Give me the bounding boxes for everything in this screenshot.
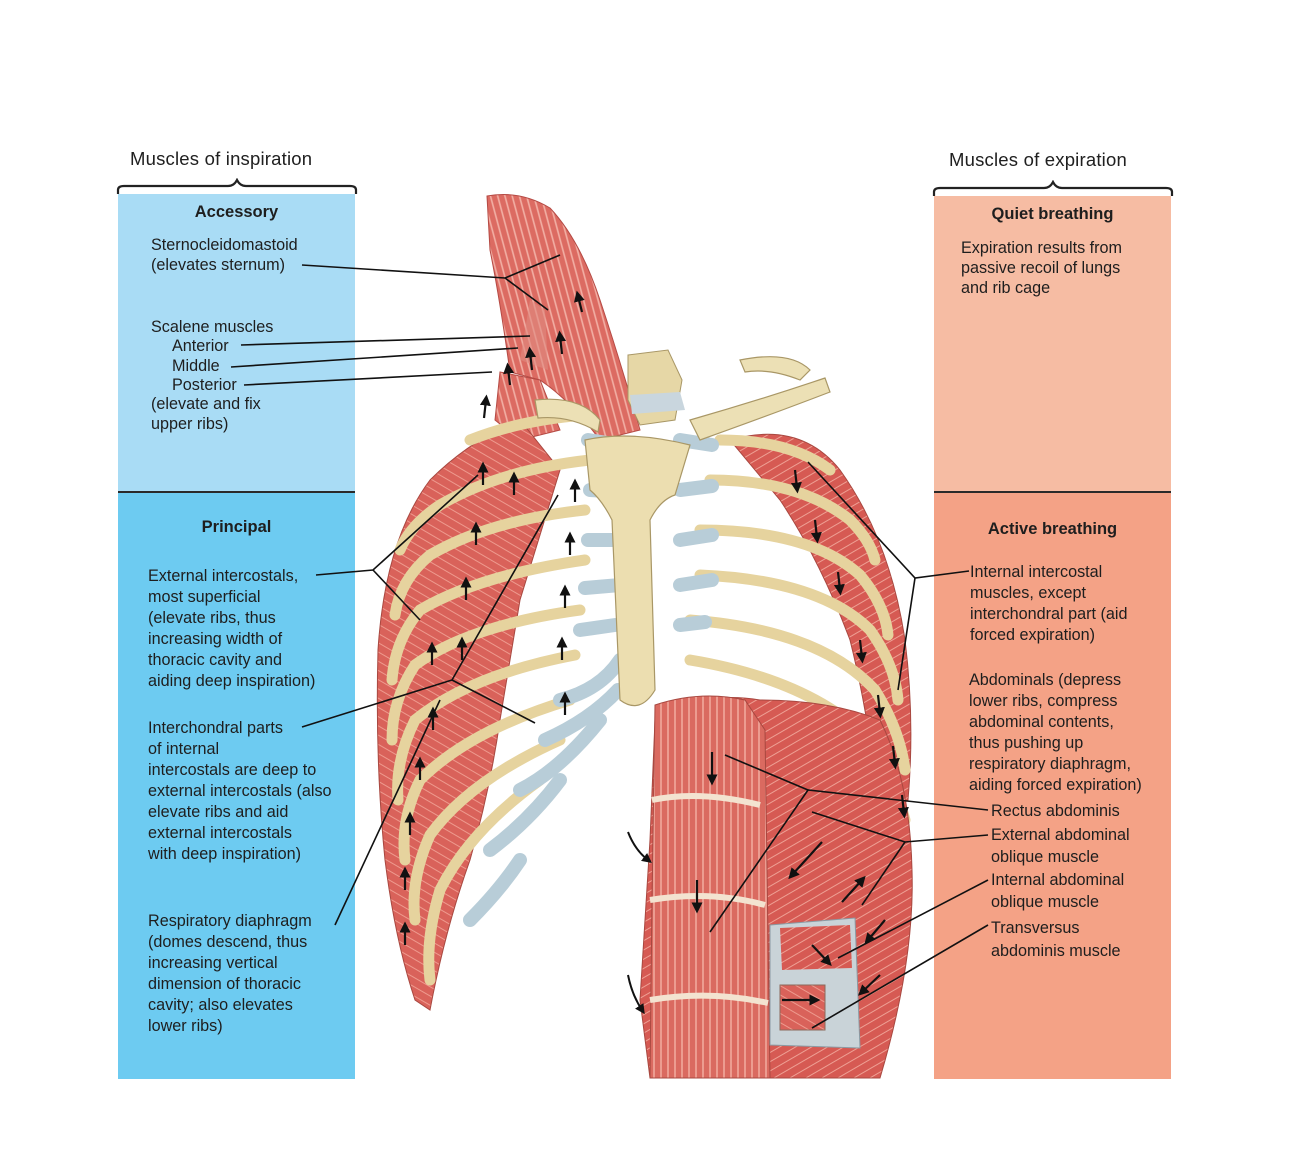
interchondral-line4: external intercostals (also [148, 782, 332, 800]
diaphragm-line1: Respiratory diaphragm [148, 912, 312, 930]
external-intercostals-line2: most superficial [148, 588, 261, 606]
diaphragm-line2: (domes descend, thus [148, 933, 308, 951]
inspiration-divider [118, 491, 355, 493]
quiet-text-line3: and rib cage [961, 279, 1051, 297]
expiration-divider [934, 491, 1171, 493]
external-intercostals-line5: thoracic cavity and [148, 651, 283, 669]
scm-label-line2: (elevates sternum) [151, 256, 286, 274]
abdominal-muscles [639, 695, 913, 1079]
internal-intercostal-line2: muscles, except [970, 584, 1087, 602]
internal-intercostal-line4: forced expiration) [970, 626, 1096, 644]
scalene-note-line1: (elevate and fix [151, 395, 261, 413]
internal-intercostal-line3: interchondral part (aid [970, 605, 1128, 623]
quiet-text-line1: Expiration results from [961, 239, 1123, 257]
scalene-posterior: Posterior [172, 376, 237, 394]
abdominals-line6: aiding forced expiration) [969, 776, 1142, 794]
transversus-line1: Transversus [991, 919, 1080, 937]
interchondral-line5: elevate ribs and aid [148, 803, 289, 821]
clavicles [534, 356, 831, 441]
scm-label-line1: Sternocleidomastoid [151, 236, 298, 254]
active-breathing-panel [934, 493, 1171, 1079]
scalene-middle: Middle [172, 357, 220, 375]
external-intercostals-line3: (elevate ribs, thus [148, 609, 276, 627]
external-oblique-line1: External abdominal [991, 826, 1130, 844]
scalene-note-line2: upper ribs) [151, 415, 229, 433]
rectus-abdominis-label: Rectus abdominis [991, 802, 1120, 820]
scalene-anterior: Anterior [172, 337, 229, 355]
sternum [584, 435, 691, 707]
external-intercostals-line1: External intercostals, [148, 567, 299, 585]
external-intercostals-line6: aiding deep inspiration) [148, 672, 316, 690]
diaphragm-line6: lower ribs) [148, 1017, 223, 1035]
scalene-title: Scalene muscles [151, 318, 274, 336]
expiration-brace [932, 180, 1174, 196]
abdominals-line4: thus pushing up [969, 734, 1084, 752]
external-intercostals-line4: increasing width of [148, 630, 283, 648]
interchondral-line6: external intercostals [148, 824, 292, 842]
quiet-text-line2: passive recoil of lungs [961, 259, 1121, 277]
inspiration-heading: Muscles of inspiration [130, 148, 313, 169]
diaphragm-line5: cavity; also elevates [148, 996, 293, 1014]
diaphragm-line4: dimension of thoracic [148, 975, 301, 993]
internal-oblique-line1: Internal abdominal [991, 871, 1125, 889]
accessory-title: Accessory [194, 203, 279, 221]
principal-title: Principal [201, 518, 272, 536]
inspiration-brace [116, 178, 358, 194]
diaphragm-line3: increasing vertical [148, 954, 278, 972]
interchondral-line7: with deep inspiration) [148, 845, 301, 863]
active-breathing-title: Active breathing [987, 520, 1118, 538]
expiration-heading: Muscles of expiration [949, 149, 1127, 170]
principal-panel [118, 493, 355, 1079]
transversus-line2: abdominis muscle [991, 942, 1121, 960]
leader-lines [230, 254, 989, 1029]
abdominals-line1: Abdominals (depress [969, 671, 1122, 689]
left-rib-cage [376, 409, 629, 1011]
internal-oblique-line2: oblique muscle [991, 893, 1099, 911]
interchondral-line3: intercostals are deep to [148, 761, 317, 779]
abdominals-line5: respiratory diaphragm, [969, 755, 1131, 773]
interchondral-line2: of internal [148, 740, 220, 758]
quiet-breathing-title: Quiet breathing [991, 205, 1114, 223]
abdominals-line3: abdominal contents, [969, 713, 1114, 731]
quiet-breathing-panel [934, 196, 1171, 492]
interchondral-line1: Interchondral parts [148, 719, 283, 737]
vertebra [627, 349, 685, 426]
external-oblique-line2: oblique muscle [991, 848, 1099, 866]
abdominals-line2: lower ribs, compress [969, 692, 1118, 710]
internal-intercostal-line1: Internal intercostal [970, 563, 1103, 581]
